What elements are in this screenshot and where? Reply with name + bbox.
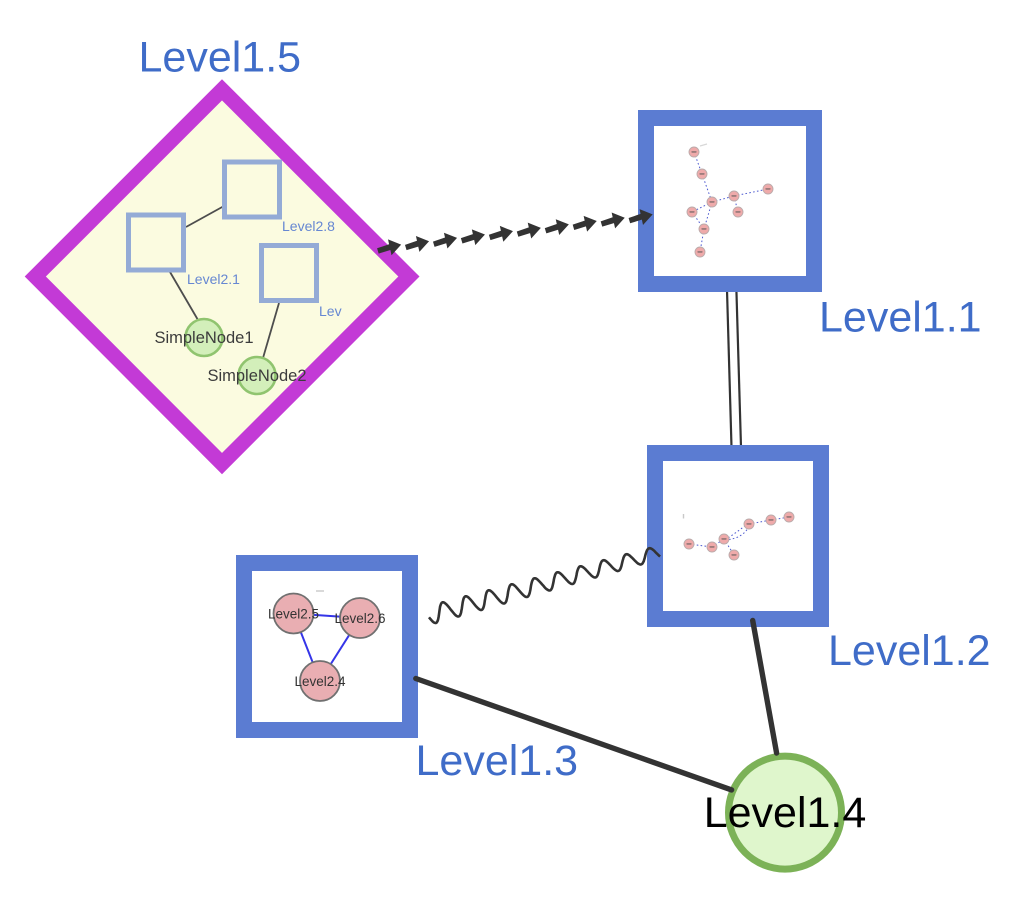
svg-text:Lev: Lev — [319, 303, 342, 319]
svg-text:Level1.2: Level1.2 — [828, 627, 991, 675]
svg-text:Level1.4: Level1.4 — [704, 789, 867, 837]
svg-text:SimpleNode2: SimpleNode2 — [207, 367, 306, 385]
svg-text:Level2.1: Level2.1 — [187, 271, 240, 287]
svg-text:Level2.4: Level2.4 — [294, 674, 346, 689]
svg-text:SimpleNode1: SimpleNode1 — [154, 329, 253, 347]
svg-text:Level1.3: Level1.3 — [416, 737, 579, 785]
svg-text:Level1.5: Level1.5 — [139, 34, 302, 82]
svg-text:Level2.8: Level2.8 — [282, 218, 335, 234]
svg-text:Level1.1: Level1.1 — [819, 294, 982, 342]
svg-text:Level2.6: Level2.6 — [334, 611, 385, 626]
svg-text:Level2.5: Level2.5 — [268, 607, 319, 622]
